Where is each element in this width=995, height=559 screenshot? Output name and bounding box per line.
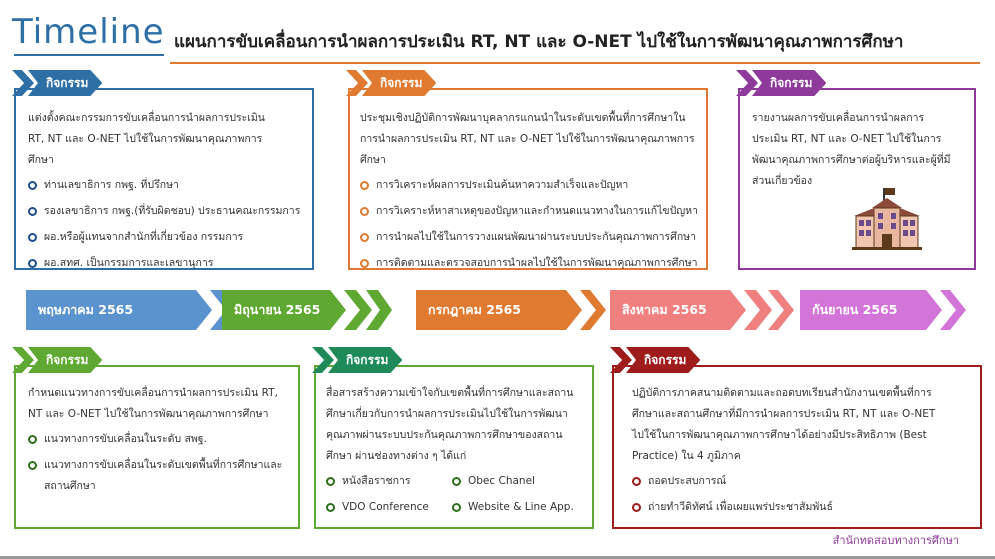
activity-tag: กิจกรรม xyxy=(312,345,402,375)
month-july: กรกฎาคม 2565 xyxy=(416,290,606,330)
activity-card-appoint-committee: กิจกรรม แต่งตั้งคณะกรรมการขับเคลื่อนการน… xyxy=(12,70,314,270)
activity-description: แต่งตั้งคณะกรรมการขับเคลื่อนการนำผลการปร… xyxy=(28,112,265,166)
activity-description: กำหนดแนวทางการขับเคลื่อนการนำผลการประเมิ… xyxy=(28,387,278,420)
activity-tag-label: กิจกรรม xyxy=(362,70,436,96)
activity-tag-label: กิจกรรม xyxy=(752,70,826,96)
month-label: กันยายน 2565 xyxy=(800,290,926,330)
bullet-circle-icon xyxy=(452,503,461,512)
activity-description: สื่อสารสร้างความเข้าใจกับเขตพื้นที่การศึ… xyxy=(326,387,574,462)
list-item: ผอ.หรือผู้แทนจากสำนักที่เกี่ยวข้อง กรรมก… xyxy=(28,227,302,248)
chevron-right-icon xyxy=(926,290,966,330)
activity-bullet-list: การวิเคราะห์ผลการประเมินค้นหาความสำเร็จแ… xyxy=(360,175,698,274)
activity-tag: กิจกรรม xyxy=(12,345,102,375)
header-divider xyxy=(170,62,980,64)
activity-tag: กิจกรรม xyxy=(736,68,826,98)
activity-tag-label: กิจกรรม xyxy=(626,347,700,373)
tag-chevron-icon xyxy=(346,70,368,96)
month-september: กันยายน 2565 xyxy=(800,290,976,330)
activity-tag: กิจกรรม xyxy=(346,68,436,98)
list-item: การวิเคราะห์ผลการประเมินค้นหาความสำเร็จแ… xyxy=(360,175,698,196)
month-label: พฤษภาคม 2565 xyxy=(26,290,196,330)
bullet-circle-icon xyxy=(360,207,369,216)
activity-bullet-list: ถอดประสบการณ์ ถ่ายทำวีดิทัศน์ เพื่อเผยแพ… xyxy=(632,471,950,518)
activity-card-report: กิจกรรม รายงานผลการขับเคลื่อนการนำผลการป… xyxy=(736,70,976,270)
school-building-icon xyxy=(852,188,922,250)
bullet-circle-icon xyxy=(28,181,37,190)
month-may: พฤษภาคม 2565 xyxy=(26,290,248,330)
list-item: Website & Line App. xyxy=(452,497,578,518)
bullet-circle-icon xyxy=(28,233,37,242)
list-item: ถ่ายทำวีดิทัศน์ เพื่อเผยแพร่ประชาสัมพันธ… xyxy=(632,497,950,518)
activity-tag-label: กิจกรรม xyxy=(28,347,102,373)
list-item: หนังสือราชการ xyxy=(326,471,452,492)
bullet-circle-icon xyxy=(28,207,37,216)
list-item: ท่านเลขาธิการ กพฐ. ที่ปรึกษา xyxy=(28,175,302,196)
bullet-circle-icon xyxy=(28,259,37,268)
chevron-right-icon xyxy=(566,290,606,330)
tag-chevron-icon xyxy=(12,347,34,373)
list-item: แนวทางการขับเคลื่อนในระดับ สพฐ. xyxy=(28,429,284,450)
month-june: มิถุนายน 2565 xyxy=(222,290,392,330)
bullet-circle-icon xyxy=(360,259,369,268)
month-label: สิงหาคม 2565 xyxy=(610,290,730,330)
list-item: แนวทางการขับเคลื่อนในระดับเขตพื้นที่การศ… xyxy=(28,455,284,497)
activity-card-communication: กิจกรรม สื่อสารสร้างความเข้าใจกับเขตพื้น… xyxy=(312,347,594,529)
activity-tag: กิจกรรม xyxy=(12,68,102,98)
footer-divider xyxy=(0,556,995,559)
tag-chevron-icon xyxy=(312,347,334,373)
list-item: ถอดประสบการณ์ xyxy=(632,471,950,492)
month-label: มิถุนายน 2565 xyxy=(222,290,330,330)
tag-chevron-icon xyxy=(12,70,34,96)
list-item: การวิเคราะห์หาสาเหตุของปัญหาและกำหนดแนวท… xyxy=(360,201,698,222)
bullet-circle-icon xyxy=(632,503,641,512)
activity-tag-label: กิจกรรม xyxy=(328,347,402,373)
activity-tag-label: กิจกรรม xyxy=(28,70,102,96)
chevron-right-icon xyxy=(330,290,392,330)
bullet-circle-icon xyxy=(360,181,369,190)
activity-description: รายงานผลการขับเคลื่อนการนำผลการประเมิน R… xyxy=(752,112,951,187)
tag-chevron-icon xyxy=(610,347,632,373)
list-item: การติดตามและตรวจสอบการนำผลไปใช้ในการพัฒน… xyxy=(360,253,698,274)
month-august: สิงหาคม 2565 xyxy=(610,290,794,330)
page-subtitle: แผนการขับเคลื่อนการนำผลการประเมิน RT, NT… xyxy=(174,32,904,52)
bullet-circle-icon xyxy=(360,233,369,242)
page-title: Timeline xyxy=(12,12,165,52)
bullet-circle-icon xyxy=(452,477,461,486)
activity-description: ประชุมเชิงปฏิบัติการพัฒนาบุคลากรแกนนำในร… xyxy=(360,112,695,166)
footer-organization: สำนักทดสอบทางการศึกษา xyxy=(832,534,959,547)
bullet-circle-icon xyxy=(326,477,335,486)
list-item: VDO Conference xyxy=(326,497,452,518)
activity-bullet-list: ท่านเลขาธิการ กพฐ. ที่ปรึกษา รองเลขาธิกา… xyxy=(28,175,302,274)
activity-card-workshop: กิจกรรม ประชุมเชิงปฏิบัติการพัฒนาบุคลากร… xyxy=(346,70,708,270)
activity-description: ปฏิบัติการภาคสนามติดตามและถอดบทเรียนสำนั… xyxy=(632,387,936,462)
bullet-circle-icon xyxy=(632,477,641,486)
timeline-months: พฤษภาคม 2565 มิถุนายน 2565 กรกฎาคม 2565 … xyxy=(20,290,980,330)
list-item: การนำผลไปใช้ในการวางแผนพัฒนาผ่านระบบประก… xyxy=(360,227,698,248)
tag-chevron-icon xyxy=(736,70,758,96)
activity-card-guidelines: กิจกรรม กำหนดแนวทางการขับเคลื่อนการนำผลก… xyxy=(12,347,300,529)
list-item: Obec Chanel xyxy=(452,471,578,492)
bullet-circle-icon xyxy=(28,435,37,444)
activity-tag: กิจกรรม xyxy=(610,345,700,375)
activity-bullet-list: แนวทางการขับเคลื่อนในระดับ สพฐ. แนวทางกา… xyxy=(28,429,284,497)
bullet-circle-icon xyxy=(326,503,335,512)
list-item: รองเลขาธิการ กพฐ.(ที่รับผิดชอบ) ประธานคณ… xyxy=(28,201,302,222)
activity-card-field-operation: กิจกรรม ปฏิบัติการภาคสนามติดตามและถอดบทเ… xyxy=(610,347,982,529)
chevron-right-icon xyxy=(730,290,794,330)
bullet-circle-icon xyxy=(28,461,37,470)
title-underline xyxy=(14,54,164,56)
list-item: ผอ.สทศ. เป็นกรรมการและเลขานุการ xyxy=(28,253,302,274)
channel-list: หนังสือราชการ Obec Chanel VDO Conference… xyxy=(326,471,578,523)
month-label: กรกฎาคม 2565 xyxy=(416,290,566,330)
